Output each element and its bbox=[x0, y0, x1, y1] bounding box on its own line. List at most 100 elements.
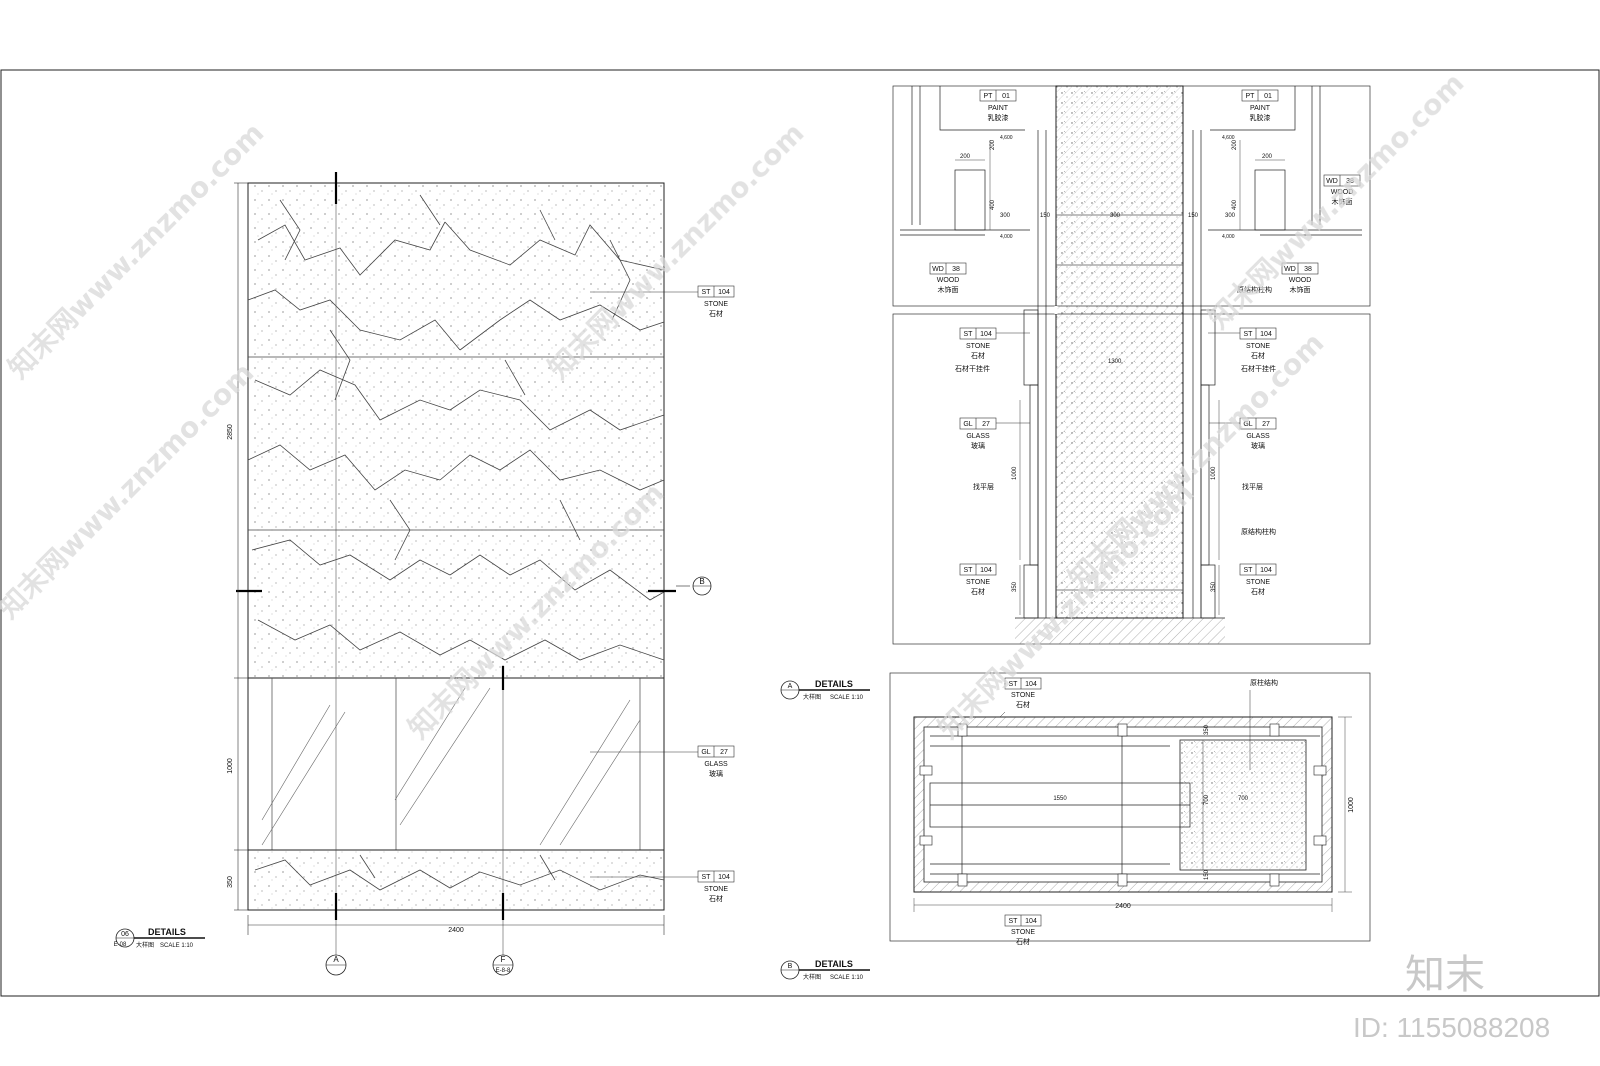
svg-text:700: 700 bbox=[1204, 794, 1210, 805]
tag-stone-plan-bottom: ST 104 STONE 石材 bbox=[1004, 914, 1042, 946]
tag-glass-elev: GL 27 GLASS 玻璃 bbox=[590, 745, 735, 778]
svg-text:玻璃: 玻璃 bbox=[971, 441, 985, 450]
svg-text:38: 38 bbox=[1304, 266, 1312, 273]
svg-text:ST: ST bbox=[964, 331, 974, 338]
svg-text:石材: 石材 bbox=[971, 587, 985, 596]
section-title: A DETAILS 大样图 SCALE 1:10 bbox=[780, 679, 870, 701]
plan-dim-width: 2400 bbox=[1115, 903, 1131, 910]
svg-text:ST: ST bbox=[1244, 331, 1254, 338]
plan-dim-depth: 1000 bbox=[1348, 797, 1355, 813]
svg-text:ST: ST bbox=[964, 567, 974, 574]
svg-text:150: 150 bbox=[1204, 869, 1210, 880]
note-frame-top: 原结构柱构 bbox=[1237, 285, 1272, 294]
image-id-label: ID: 1155088208 bbox=[1353, 1012, 1550, 1043]
floor-slab bbox=[1015, 618, 1225, 644]
svg-text:27: 27 bbox=[982, 421, 990, 428]
svg-text:大样图: 大样图 bbox=[803, 693, 821, 701]
svg-text:乳胶漆: 乳胶漆 bbox=[1250, 113, 1271, 122]
tag-glass-sec-r: GL 27 GLASS 玻璃 bbox=[1209, 417, 1277, 450]
svg-text:150: 150 bbox=[1040, 213, 1051, 219]
svg-text:WD: WD bbox=[1326, 178, 1338, 185]
svg-text:SCALE 1:10: SCALE 1:10 bbox=[160, 943, 194, 949]
svg-text:大样图: 大样图 bbox=[803, 973, 821, 981]
svg-text:玻璃: 玻璃 bbox=[709, 769, 723, 778]
svg-text:38: 38 bbox=[952, 266, 960, 273]
tag-wood-left: WD 38 WOOD 木饰面 bbox=[929, 262, 967, 294]
plan-brackets bbox=[919, 723, 1327, 887]
svg-text:知末网www.znzmo.com: 知末网www.znzmo.com bbox=[2, 116, 271, 385]
svg-text:WD: WD bbox=[932, 266, 944, 273]
glass-panel bbox=[247, 677, 665, 851]
svg-text:知末网www.znzmo.com: 知末网www.znzmo.com bbox=[0, 356, 260, 625]
svg-text:4,000: 4,000 bbox=[1222, 234, 1235, 240]
note-stone-hanger-right: 石材干挂件 bbox=[1241, 364, 1276, 373]
note-stone-hanger-left: 石材干挂件 bbox=[955, 364, 990, 373]
svg-text:300: 300 bbox=[1000, 213, 1011, 219]
svg-text:GLASS: GLASS bbox=[704, 761, 728, 768]
tag-stone-sec-r2: ST 104 STONE 石材 bbox=[1239, 563, 1277, 596]
tag-paint-right: PT 01 PAINT 乳胶漆 bbox=[1241, 89, 1279, 122]
svg-text:GL: GL bbox=[1243, 421, 1252, 428]
svg-text:石材: 石材 bbox=[1251, 351, 1265, 360]
svg-text:150: 150 bbox=[1188, 213, 1199, 219]
svg-text:STONE: STONE bbox=[704, 886, 728, 893]
svg-text:STONE: STONE bbox=[966, 579, 990, 586]
dim-height: 2850 bbox=[227, 424, 234, 440]
svg-text:1300: 1300 bbox=[1108, 359, 1122, 365]
svg-text:B: B bbox=[788, 963, 793, 970]
stone-base bbox=[247, 849, 665, 911]
svg-text:STONE: STONE bbox=[1011, 692, 1035, 699]
tag-paint-left: PT 01 PAINT 乳胶漆 bbox=[979, 89, 1017, 122]
stone-vein-pattern bbox=[247, 194, 665, 661]
svg-text:4,600: 4,600 bbox=[1000, 135, 1013, 141]
svg-text:104: 104 bbox=[718, 289, 730, 296]
svg-text:200: 200 bbox=[990, 139, 996, 150]
glass-reflection-lines bbox=[261, 687, 641, 846]
svg-text:GLASS: GLASS bbox=[966, 433, 990, 440]
svg-text:乳胶漆: 乳胶漆 bbox=[988, 113, 1009, 122]
svg-text:38: 38 bbox=[1346, 178, 1354, 185]
svg-text:350: 350 bbox=[1204, 724, 1210, 735]
svg-text:ST: ST bbox=[1009, 918, 1019, 925]
svg-text:WOOD: WOOD bbox=[1289, 277, 1312, 284]
watermark-layer: 知末网www.znzmo.com 知末网www.znzmo.com 知末网www… bbox=[0, 66, 1470, 745]
svg-text:木饰面: 木饰面 bbox=[1290, 285, 1311, 294]
svg-text:WOOD: WOOD bbox=[1331, 189, 1354, 196]
svg-text:STONE: STONE bbox=[1246, 579, 1270, 586]
svg-text:06: 06 bbox=[121, 931, 129, 938]
svg-text:木饰面: 木饰面 bbox=[1332, 197, 1353, 206]
svg-text:STONE: STONE bbox=[704, 301, 728, 308]
svg-text:01: 01 bbox=[1264, 93, 1272, 100]
dim-base-height: 350 bbox=[227, 876, 234, 888]
svg-text:石材: 石材 bbox=[709, 894, 723, 903]
svg-text:石材: 石材 bbox=[1251, 587, 1265, 596]
plan-view: 2400 1000 1550 700 700 350 150 原柱结构 ST 1… bbox=[780, 672, 1371, 981]
dim-width: 2400 bbox=[448, 927, 464, 934]
svg-text:200: 200 bbox=[1232, 139, 1238, 150]
plan-title: B DETAILS 大样图 SCALE 1:10 bbox=[780, 959, 870, 981]
section-view: 200 200 200 200 400 400 300 300 150 150 … bbox=[780, 85, 1371, 701]
svg-text:E-08: E-08 bbox=[114, 942, 127, 948]
svg-text:104: 104 bbox=[718, 874, 730, 881]
svg-text:4,000: 4,000 bbox=[1000, 234, 1013, 240]
svg-text:PAINT: PAINT bbox=[1250, 105, 1271, 112]
svg-text:300: 300 bbox=[1110, 213, 1121, 219]
svg-text:ST: ST bbox=[702, 874, 712, 881]
svg-text:ST: ST bbox=[1244, 567, 1254, 574]
svg-text:104: 104 bbox=[1025, 681, 1037, 688]
svg-text:知末网www.znzmo.com: 知末网www.znzmo.com bbox=[1202, 66, 1471, 335]
svg-text:104: 104 bbox=[1260, 331, 1272, 338]
plan-dim-inner: 1550 bbox=[1053, 796, 1067, 802]
elevation-view: 2850 1000 350 2400 A F E-8-8 B ST 104 ST… bbox=[114, 172, 735, 976]
svg-text:PT: PT bbox=[984, 93, 994, 100]
svg-text:WD: WD bbox=[1284, 266, 1296, 273]
svg-text:E-8-8: E-8-8 bbox=[496, 968, 511, 974]
svg-text:木饰面: 木饰面 bbox=[938, 285, 959, 294]
svg-text:STONE: STONE bbox=[1246, 343, 1270, 350]
svg-text:104: 104 bbox=[980, 567, 992, 574]
plan-note-column: 原柱结构 bbox=[1250, 678, 1278, 687]
note-leveling-right: 找平层 bbox=[1242, 482, 1263, 491]
svg-text:石材: 石材 bbox=[1016, 700, 1030, 709]
sheet-border bbox=[0, 69, 1600, 997]
